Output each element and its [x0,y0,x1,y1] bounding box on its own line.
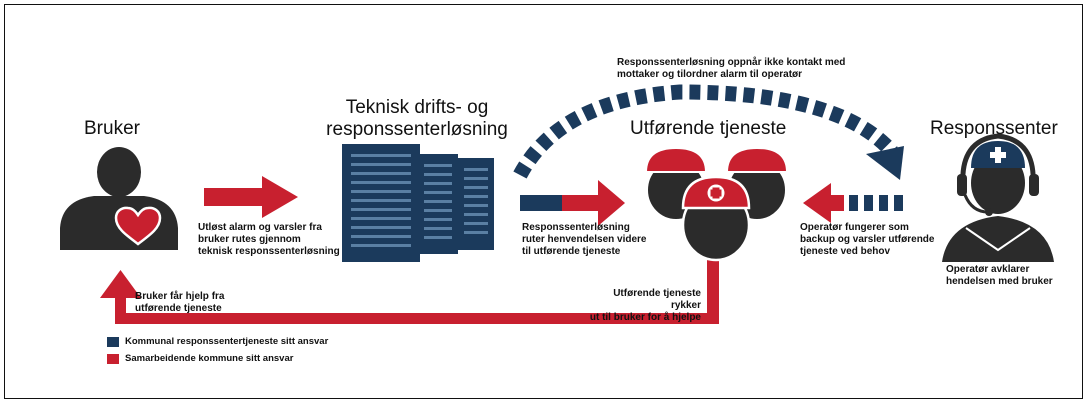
arrow-operator-to-service [803,183,903,223]
caption-hjelp: Bruker får hjelp fra utførende tjeneste [135,291,225,314]
caption-oppnar: Responssenterløsning oppnår ikke kontakt… [617,57,846,80]
node-label-teknisk: Teknisk drifts- og responssenterløsning [326,97,508,140]
node-label-responssenter: Responssenter [930,118,1058,139]
caption-rykker: Utførende tjeneste rykker ut til bruker … [589,288,701,323]
node-label-bruker: Bruker [84,118,140,139]
service-team-icon [644,146,789,262]
caption-operator-avklarer: Operatør avklarer hendelsen med bruker [946,264,1053,287]
legend-label-samarbeidende: Samarbeidende kommune sitt ansvar [125,353,294,364]
legend-swatch-red [107,353,119,364]
legend-label-kommunal: Kommunal responssentertjeneste sitt ansv… [125,336,329,347]
node-label-utforende: Utførende tjeneste [630,118,787,139]
operator-icon [942,133,1054,262]
arrow-server-to-service [520,180,625,226]
server-icon [342,144,494,262]
legend-item-kommunal: Kommunal responssentertjeneste sitt ansv… [107,336,328,347]
caption-operator-backup: Operatør fungerer som backup og varsler … [800,222,935,257]
arrow-arc-to-operator [513,84,904,180]
user-icon [60,147,178,250]
arrow-user-to-server [204,176,298,218]
legend-item-samarbeidende: Samarbeidende kommune sitt ansvar [107,353,293,364]
legend-swatch-navy [107,336,119,347]
caption-alarm: Utløst alarm og varsler fra bruker rutes… [198,222,340,257]
return-path-arrow [100,256,719,324]
caption-ruter: Responssenterløsning ruter henvendelsen … [522,222,647,257]
